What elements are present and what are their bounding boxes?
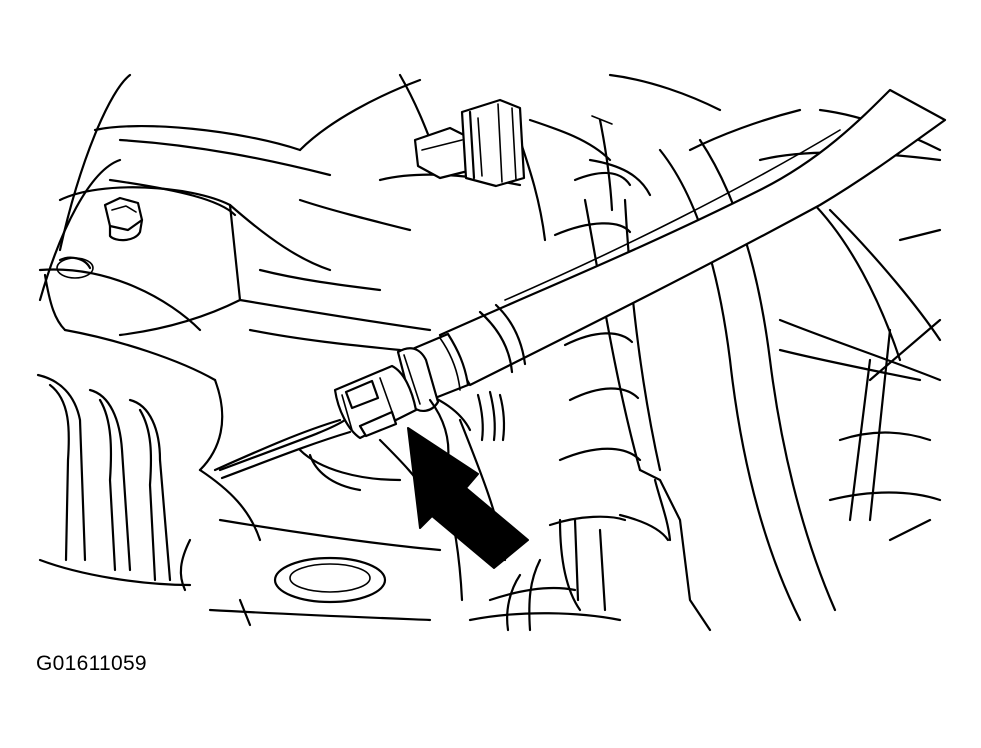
electrical-connector-icon [415, 100, 524, 186]
arrow-icon [408, 428, 528, 568]
fuel-line-illustration [0, 0, 981, 640]
bolt-icon [105, 198, 142, 240]
figure-id-label: G01611059 [36, 652, 147, 675]
